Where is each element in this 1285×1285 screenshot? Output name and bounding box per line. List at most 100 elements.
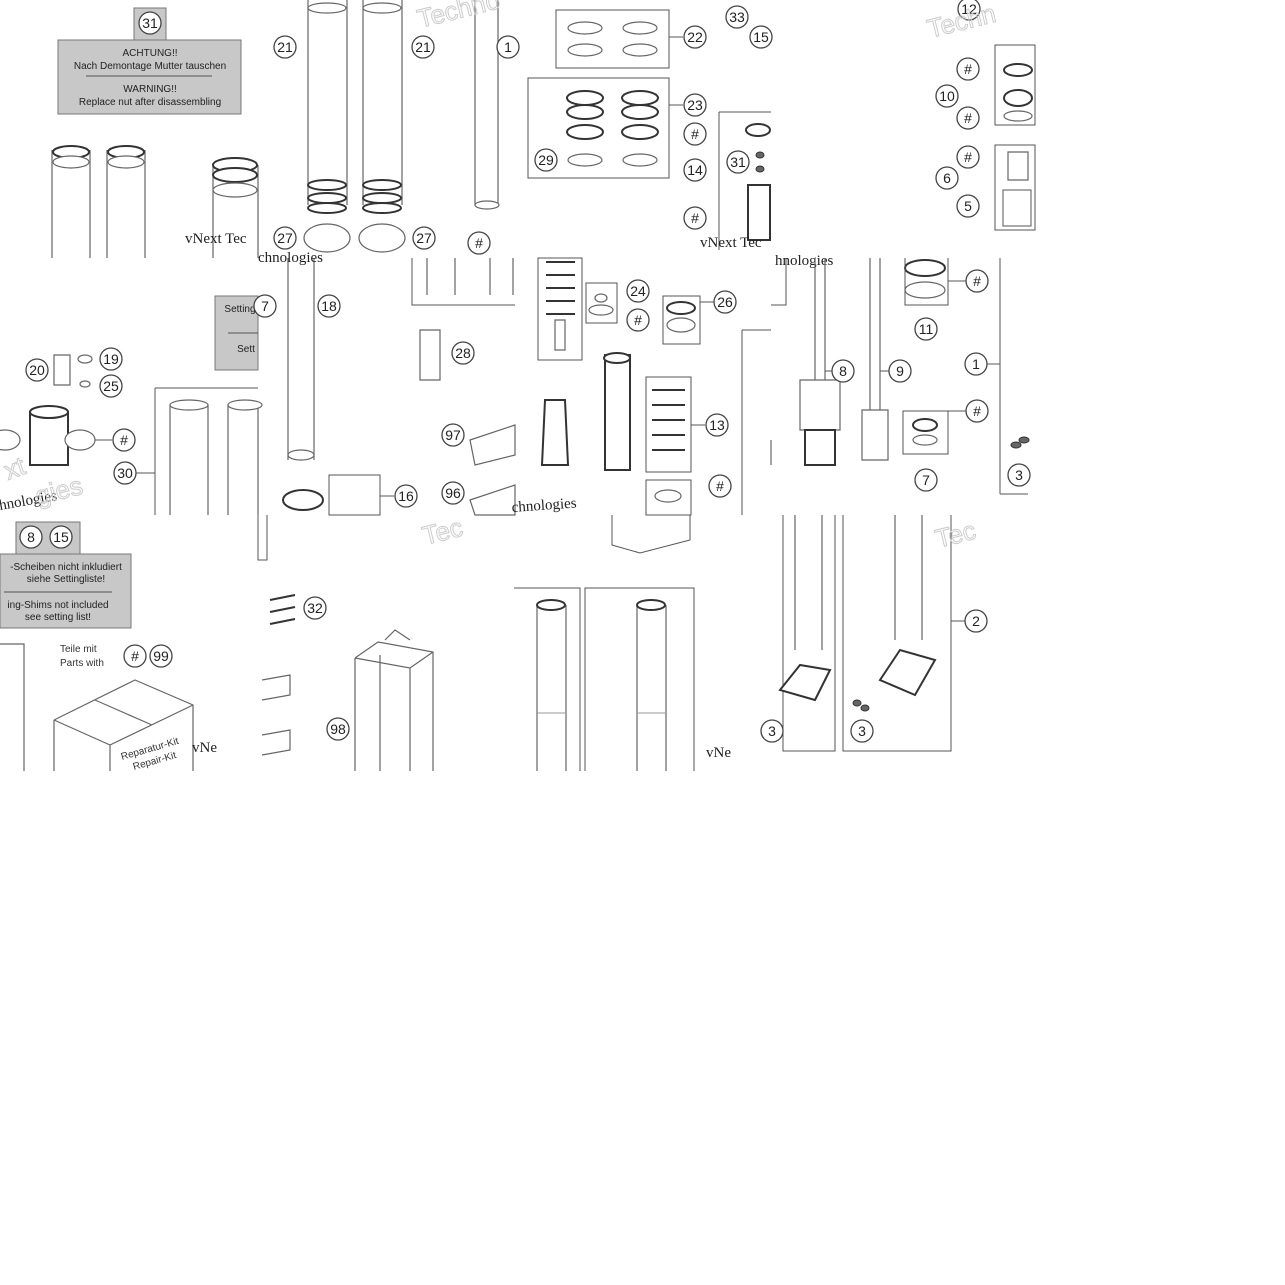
svg-text:15: 15 xyxy=(753,29,769,45)
callout-32: 32 xyxy=(303,596,327,620)
callout-26: 26 xyxy=(713,290,737,314)
parts-with-label-de: Teile mit xyxy=(60,644,97,655)
callout-14: 14 xyxy=(683,158,707,182)
svg-text:22: 22 xyxy=(687,29,703,45)
svg-text:#: # xyxy=(634,312,642,328)
svg-text:5: 5 xyxy=(964,198,972,214)
svg-text:#: # xyxy=(716,478,724,494)
svg-text:9: 9 xyxy=(896,363,904,379)
callout-30: 30 xyxy=(113,461,137,485)
callout-3: 3 xyxy=(850,719,874,743)
svg-text:#: # xyxy=(973,403,981,419)
svg-text:1: 1 xyxy=(972,356,980,372)
svg-text:3: 3 xyxy=(768,723,776,739)
tile-middle-left: 20 19 25 # 30 Setting Sett hnologies xt … xyxy=(0,295,263,515)
svg-text:30: 30 xyxy=(117,465,133,481)
svg-text:#: # xyxy=(964,110,972,126)
watermark-faded: Techn xyxy=(924,0,999,44)
tile-top-center-right: 22 33 15 23 29 # 14 31 # vNext Tec xyxy=(527,5,773,251)
svg-text:15: 15 xyxy=(53,529,69,545)
svg-text:1: 1 xyxy=(504,39,512,55)
svg-text:28: 28 xyxy=(455,345,471,361)
svg-text:31: 31 xyxy=(142,15,158,31)
callout-3: 3 xyxy=(760,719,784,743)
callout-9: 9 xyxy=(888,359,912,383)
callout-11: 11 xyxy=(914,317,938,341)
watermark: vNext Tec xyxy=(185,231,247,247)
watermark-faded: gies xyxy=(32,470,86,511)
shims-sign-en: see setting list! xyxy=(25,612,91,623)
svg-text:27: 27 xyxy=(416,230,432,246)
callout-hash: # xyxy=(956,106,980,130)
setting-sign-text: Setting xyxy=(224,304,255,315)
callout-1: 1 xyxy=(964,352,988,376)
tile-top-left: ACHTUNG!! Nach Demontage Mutter tauschen… xyxy=(51,7,259,258)
callout-96: 96 xyxy=(441,481,465,505)
svg-text:98: 98 xyxy=(330,721,346,737)
svg-text:23: 23 xyxy=(687,97,703,113)
svg-text:#: # xyxy=(691,210,699,226)
callout-2: 2 xyxy=(964,609,988,633)
callout-hash: # xyxy=(965,269,989,293)
svg-text:7: 7 xyxy=(922,472,930,488)
tile-bottom-center-left: Tec 32 98 xyxy=(257,511,466,771)
callout-hash: # xyxy=(708,474,732,498)
callout-29: 29 xyxy=(534,148,558,172)
svg-text:#: # xyxy=(973,273,981,289)
svg-text:12: 12 xyxy=(961,1,977,17)
svg-text:18: 18 xyxy=(321,298,337,314)
callout-hash: # xyxy=(965,399,989,423)
callout-hash: # xyxy=(123,644,147,668)
callout-10: 10 xyxy=(935,84,959,108)
svg-text:96: 96 xyxy=(445,485,461,501)
callout-99: 99 xyxy=(149,644,173,668)
callout-8: 8 xyxy=(831,359,855,383)
svg-text:21: 21 xyxy=(415,39,431,55)
tile-bottom-center-right: vNe xyxy=(514,515,731,771)
callout-17: 7 xyxy=(253,294,277,318)
callout-7: 7 xyxy=(914,468,938,492)
parts-with-label-en: Parts with xyxy=(60,658,104,669)
svg-text:99: 99 xyxy=(153,648,169,664)
callout-22: 22 xyxy=(683,25,707,49)
tile-bottom-right: 3 3 2 Tec xyxy=(760,514,988,752)
watermark-faded: xt xyxy=(0,450,30,485)
tile-middle-center-right: 24 # 26 13 # chnologies xyxy=(511,257,771,516)
warning-de-text: Nach Demontage Mutter tauschen xyxy=(74,61,226,72)
oil-canister xyxy=(354,629,434,771)
svg-text:#: # xyxy=(964,61,972,77)
callout-13: 13 xyxy=(705,413,729,437)
svg-text:29: 29 xyxy=(538,152,554,168)
callout-97: 97 xyxy=(441,423,465,447)
callout-8: 8 xyxy=(19,525,43,549)
svg-text:3: 3 xyxy=(858,723,866,739)
svg-text:97: 97 xyxy=(445,427,461,443)
watermark: vNe xyxy=(706,745,731,761)
svg-text:#: # xyxy=(475,235,483,251)
watermark: chnologies xyxy=(511,495,577,516)
svg-text:32: 32 xyxy=(307,600,323,616)
svg-text:11: 11 xyxy=(919,321,934,337)
warning-en-text: Replace nut after disassembling xyxy=(79,97,221,108)
callout-31: 31 xyxy=(138,11,162,35)
callout-15: 15 xyxy=(749,25,773,49)
svg-text:24: 24 xyxy=(630,283,646,299)
svg-text:8: 8 xyxy=(839,363,847,379)
callout-20: 20 xyxy=(25,358,49,382)
callout-5: 5 xyxy=(956,194,980,218)
callout-15: 15 xyxy=(49,525,73,549)
svg-text:31: 31 xyxy=(730,154,746,170)
svg-text:20: 20 xyxy=(29,362,45,378)
callout-25: 25 xyxy=(99,374,123,398)
svg-text:8: 8 xyxy=(27,529,35,545)
shims-sign-en: ing-Shims not included xyxy=(7,600,108,611)
callout-19: 19 xyxy=(99,347,123,371)
callout-33: 33 xyxy=(725,5,749,29)
svg-text:25: 25 xyxy=(103,378,119,394)
callout-27-left: 27 xyxy=(273,226,297,250)
callout-16: 16 xyxy=(394,484,418,508)
watermark-faded: Tec xyxy=(419,512,466,551)
svg-text:#: # xyxy=(691,126,699,142)
watermark-faded: Tec xyxy=(932,515,979,554)
